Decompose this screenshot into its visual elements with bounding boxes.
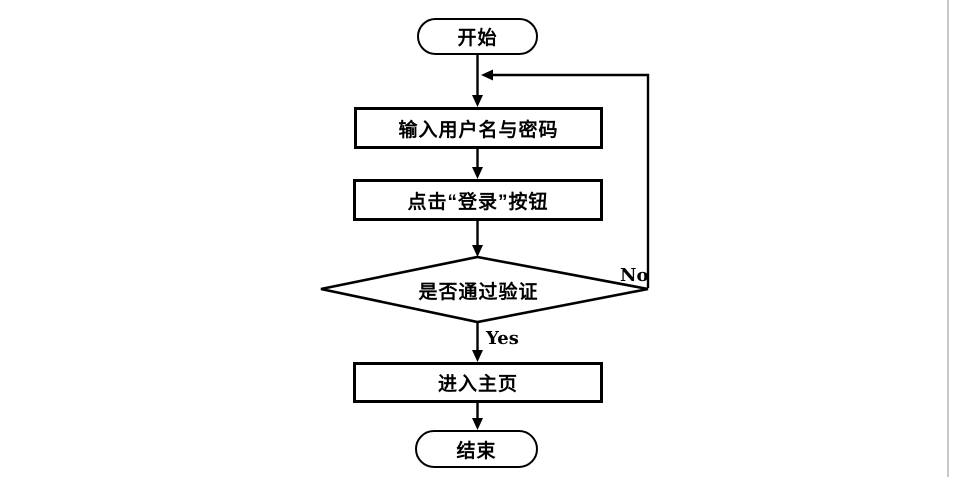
node-click-login-button: 点击“登录”按钮 [353, 179, 603, 221]
arrowhead-no-loop-left [481, 69, 493, 81]
arrowhead-into-end [472, 418, 483, 430]
node-click-label: 点击“登录”按钮 [407, 191, 549, 213]
node-home-label: 进入主页 [437, 374, 518, 395]
node-start-label: 开始 [457, 28, 498, 49]
node-verify-decision: 是否通过验证 [356, 274, 601, 306]
edge-verify-no-loop [486, 73, 650, 288]
arrowhead-into-click [472, 167, 483, 179]
arrowhead-into-verify [472, 245, 483, 257]
edge-label-no: No [620, 265, 649, 286]
node-end-label: 结束 [456, 440, 497, 462]
edge-label-yes: Yes [486, 328, 519, 349]
arrowhead-into-home [472, 350, 483, 362]
page-edge-line [947, 0, 949, 477]
node-input-credentials: 输入用户名与密码 [354, 107, 603, 149]
node-start-terminator: 开始 [417, 18, 538, 55]
node-input-label: 输入用户名与密码 [398, 119, 559, 141]
node-end-terminator: 结束 [415, 430, 538, 468]
node-enter-homepage: 进入主页 [353, 362, 603, 403]
node-verify-label: 是否通过验证 [418, 281, 539, 303]
arrowhead-into-input [472, 95, 483, 107]
decision-diamond-shape [320, 255, 649, 324]
